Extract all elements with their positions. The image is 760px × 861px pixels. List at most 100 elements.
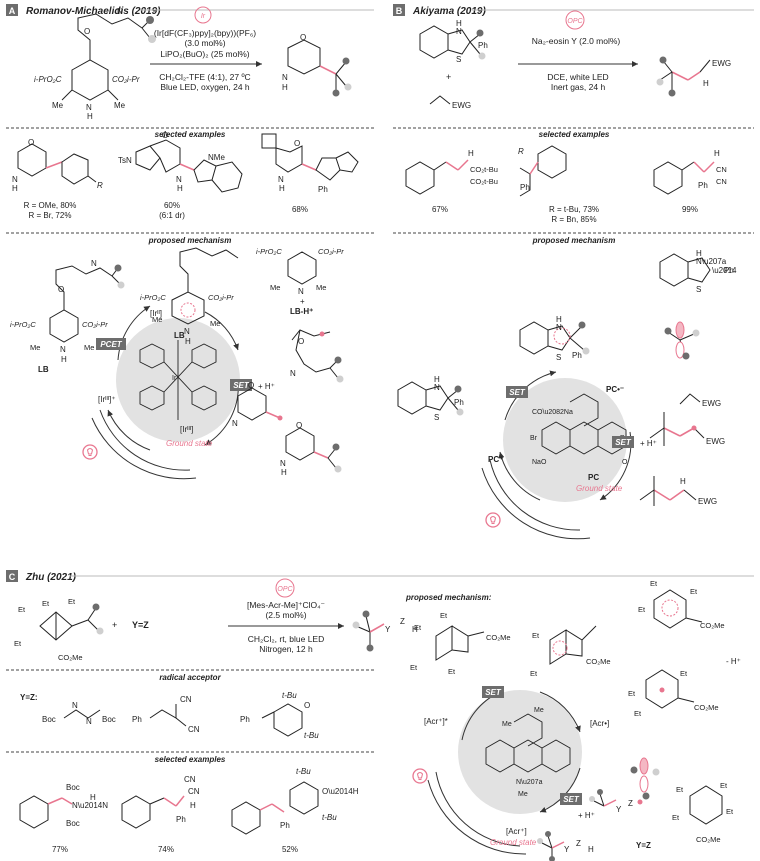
a-ex2b-dr: (6:1 dr) <box>159 211 185 220</box>
svg-text:N: N <box>280 459 286 468</box>
svg-text:O: O <box>28 138 34 147</box>
b-selected-heading: selected examples <box>539 130 610 139</box>
svg-text:CN: CN <box>716 165 727 174</box>
svg-text:N\u207a: N\u207a <box>696 257 727 266</box>
svg-text:+: + <box>112 620 117 630</box>
b-plus-h: + H⁺ <box>640 439 657 448</box>
svg-text:Ph: Ph <box>454 398 464 407</box>
svg-text:N: N <box>456 27 462 36</box>
svg-text:N: N <box>72 701 78 710</box>
svg-text:CO₂Me: CO₂Me <box>586 657 611 666</box>
svg-text:Et: Et <box>650 579 658 588</box>
c-substrate <box>39 607 99 641</box>
panel-c-letter: C <box>9 572 16 582</box>
svg-text:Et: Et <box>414 623 422 632</box>
svg-text:CO₂Me: CO₂Me <box>58 653 83 662</box>
svg-text:H: H <box>12 184 18 193</box>
svg-text:CN: CN <box>188 725 200 734</box>
svg-text:Me: Me <box>518 791 528 798</box>
svg-text:N: N <box>184 327 190 336</box>
svg-text:t-Bu: t-Bu <box>296 767 311 776</box>
svg-text:Boc: Boc <box>66 783 80 792</box>
svg-text:H: H <box>680 477 686 486</box>
svg-text:O: O <box>300 33 306 42</box>
b-cond1: Na₂-eosin Y (2.0 mol%) <box>532 36 621 46</box>
svg-text:N: N <box>282 73 288 82</box>
a-mechanism-heading: proposed mechanism <box>148 236 232 245</box>
b-catalyst-circle <box>503 378 627 502</box>
c-catalyst-circle <box>458 690 582 814</box>
svg-text:Me: Me <box>152 315 162 324</box>
svg-text:N: N <box>60 345 66 354</box>
svg-text:N: N <box>176 175 182 184</box>
svg-text:CO₂Me: CO₂Me <box>694 703 719 712</box>
svg-text:Y: Y <box>616 805 622 814</box>
svg-text:Y: Y <box>564 845 570 854</box>
svg-text:Ph: Ph <box>318 185 328 194</box>
panel-a: A Romanov-Michaelidis (2019) N O i-PrO₂C… <box>6 4 374 480</box>
svg-text:Et: Et <box>726 807 734 816</box>
svg-text:CO₂i-Pr: CO₂i-Pr <box>208 293 234 302</box>
svg-text:N: N <box>278 175 284 184</box>
b-pc-radical: PC•⁻ <box>606 385 624 394</box>
svg-text:CO₂i-Pr: CO₂i-Pr <box>318 247 344 256</box>
svg-text:i-PrO₂C: i-PrO₂C <box>256 247 282 256</box>
a-ex1b-yield: R = Br, 72% <box>29 211 72 220</box>
a-ex3-yield: 68% <box>292 205 308 214</box>
c-minus-h: - H⁺ <box>726 657 741 666</box>
svg-text:Me: Me <box>30 343 40 352</box>
b-mechanism-heading: proposed mechanism <box>532 236 616 245</box>
svg-text:Et: Et <box>68 597 76 606</box>
a-ir-complex <box>139 340 217 420</box>
svg-text:O: O <box>304 701 310 710</box>
lightbulb-icon <box>82 444 98 460</box>
svg-text:CO₂t-Bu: CO₂t-Bu <box>470 165 498 174</box>
c-cond1: [Mes-Acr-Me]⁺ClO₄⁻ <box>247 600 326 610</box>
c-mechanism-heading: proposed mechanism: <box>405 593 492 602</box>
a-ir3: [Irᴵᴵᴵ] <box>180 425 193 434</box>
svg-text:H: H <box>696 249 702 258</box>
panel-a-letter-box <box>6 4 18 16</box>
svg-text:H: H <box>703 79 709 88</box>
svg-text:Ph: Ph <box>520 183 530 192</box>
a-ex2-yield: 60% <box>164 201 180 210</box>
svg-text:Boc: Boc <box>42 715 56 724</box>
a-pcet-badge: PCET <box>100 340 122 349</box>
svg-text:Boc: Boc <box>66 819 80 828</box>
svg-text:Et: Et <box>628 689 636 698</box>
c-acceptor-heading: radical acceptor <box>159 673 221 682</box>
svg-text:Ph: Ph <box>698 181 708 190</box>
svg-text:Me: Me <box>84 343 94 352</box>
c-cycle-arrow-icon <box>275 578 295 598</box>
svg-text:H: H <box>714 149 720 158</box>
svg-text:N: N <box>298 287 304 296</box>
svg-text:H: H <box>456 19 462 28</box>
a-ir2: [Irᴵᴵ] <box>150 309 162 318</box>
svg-text:+: + <box>300 297 305 306</box>
svg-text:Z: Z <box>400 617 405 626</box>
c-catalyst: OPC <box>277 586 293 593</box>
svg-text:H: H <box>87 112 93 121</box>
b-ex1-yield: 67% <box>432 205 448 214</box>
svg-text:Z: Z <box>576 839 581 848</box>
b-pc: PC <box>588 473 599 482</box>
svg-text:\u2014: \u2014 <box>712 266 737 275</box>
svg-text:N: N <box>91 259 97 268</box>
svg-text:Z: Z <box>628 799 633 808</box>
svg-text:H: H <box>434 375 440 384</box>
b-ground-state: Ground state <box>576 484 623 493</box>
c-acr-radical: [Acr•] <box>590 719 609 728</box>
svg-text:CO₂t-Bu: CO₂t-Bu <box>470 177 498 186</box>
c-ground-state: Ground state <box>490 838 537 847</box>
svg-text:Ph: Ph <box>176 815 186 824</box>
svg-text:LB: LB <box>38 365 49 374</box>
svg-text:H: H <box>185 337 191 346</box>
svg-text:N: N <box>86 103 92 112</box>
c-acr-plus-star: [Acr⁺]* <box>424 717 448 726</box>
c-cond2: (2.5 mol%) <box>265 610 306 620</box>
a-ir3-minus: [Irᴵᴵᴵ]⁺ <box>98 395 116 404</box>
b-pc-plus: PC⁺ <box>488 455 503 464</box>
svg-text:Y: Y <box>385 625 391 634</box>
a-ex1-yield: R = OMe, 80% <box>24 201 77 210</box>
